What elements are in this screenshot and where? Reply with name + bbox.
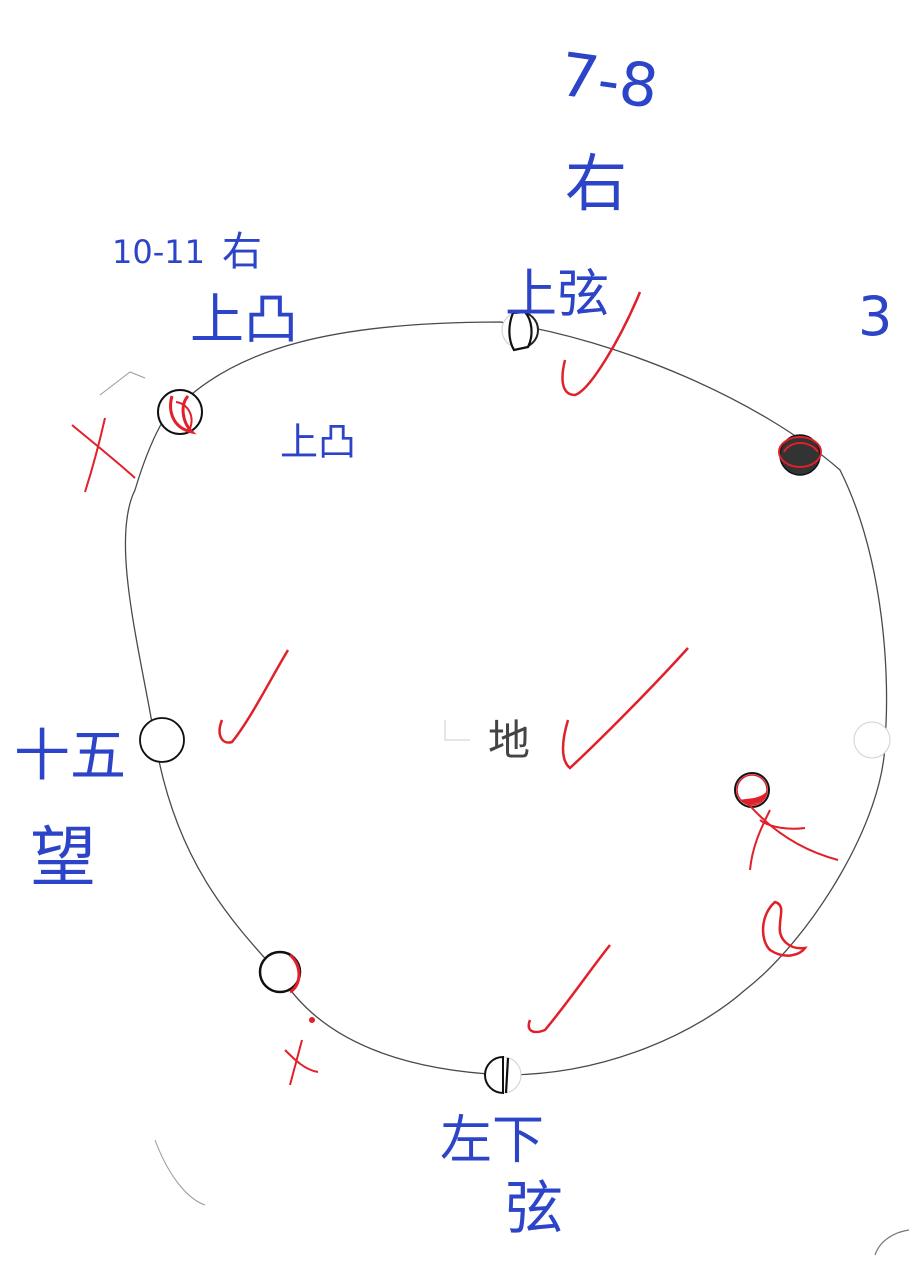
label-gibbous-name: 上凸 [190, 288, 298, 351]
label-last-quarter-name: 弦 [505, 1174, 563, 1242]
label-first-quarter-side: 右 [565, 147, 627, 220]
label-first-quarter-days: 7-8 [556, 40, 663, 123]
label-first-quarter-name: 上弦 [505, 265, 609, 325]
label-last-quarter-side: 左下 [440, 1111, 544, 1171]
label-gibbous-side: 右 [222, 229, 262, 275]
page-number: 3 [858, 285, 892, 348]
center-label-earth: 地 [488, 716, 530, 765]
label-full-moon-day: 十五 [14, 724, 126, 789]
label-gibbous-days: 10-11 [112, 233, 205, 271]
label-inner-gibbous: 上凸 [280, 420, 356, 464]
label-full-moon-name: 望 [30, 819, 96, 896]
